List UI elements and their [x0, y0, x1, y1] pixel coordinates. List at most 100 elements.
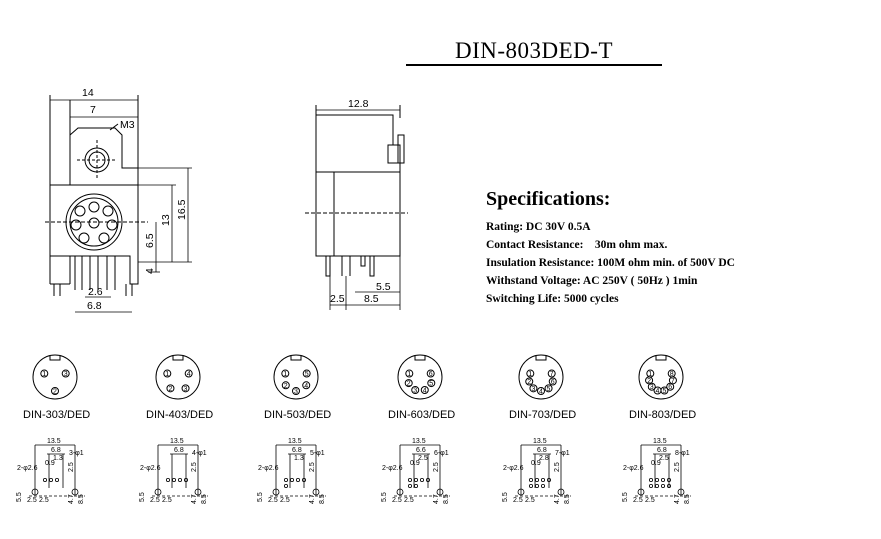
pin-number: 1 — [407, 371, 411, 378]
mount-pad — [154, 488, 162, 496]
dim-5-5: 5.5 — [381, 492, 388, 502]
dim-4-7: 4.7 — [554, 494, 561, 504]
mount-pad — [517, 488, 525, 496]
pcb-footprint — [270, 444, 326, 497]
socket-outer-ring — [273, 354, 319, 400]
dim-0-9: 0.9 — [410, 460, 420, 467]
dim-pad: 2-φ2.6 — [623, 465, 644, 472]
dim-2-5: 2.5 — [674, 462, 681, 472]
pin-number: 8 — [670, 371, 674, 378]
pin-number: 5 — [429, 381, 433, 388]
mount-pad — [31, 488, 39, 496]
dim-2-5-right: 2.5 — [162, 497, 172, 504]
pcb-footprint — [515, 444, 571, 497]
socket-pin — [181, 384, 190, 393]
pin-hole — [165, 477, 170, 482]
socket-outer-ring — [32, 354, 78, 400]
pin-hole — [419, 477, 424, 482]
dim-pad: 2-φ2.6 — [140, 465, 161, 472]
dim-2-5-left: 2.5 — [392, 497, 402, 504]
mount-pad — [436, 488, 444, 496]
dim-4-7: 4.7 — [191, 494, 198, 504]
dim-hole-count: 5-φ1 — [310, 450, 325, 457]
pin-number: 7 — [550, 371, 554, 378]
model-name: DIN-503/DED — [264, 409, 331, 421]
pin-number: 6 — [551, 379, 555, 386]
dim-hole-count: 8-φ1 — [675, 450, 690, 457]
dim-8-5: 8.5 — [443, 494, 450, 504]
dim-0-9: 0.9 — [651, 460, 661, 467]
mount-pad — [194, 488, 202, 496]
dim-1-3: 2.5 — [659, 455, 669, 462]
dim-hole-count: 7-φ1 — [555, 450, 570, 457]
dim-2-5-right: 2.5 — [280, 497, 290, 504]
spec-contact-resistance: Contact Resistance: 30m ohm max. — [486, 239, 668, 251]
dim-13-5: 13.5 — [288, 438, 302, 445]
mount-pad — [272, 488, 280, 496]
dim-2-5: 2.5 — [554, 462, 561, 472]
mount-pad — [637, 488, 645, 496]
pin-hole — [407, 477, 412, 482]
front-view-labels: 14 7 M3 16.5 13 6.5 4 2.6 6.8 — [82, 87, 188, 312]
socket-pin — [667, 369, 676, 378]
pin-number: 4 — [539, 389, 543, 396]
dim-5-5: 5.5 — [376, 281, 391, 293]
socket-pin — [647, 382, 656, 391]
dim-16-5: 16.5 — [176, 199, 188, 220]
socket-pin — [61, 369, 70, 378]
side-view — [305, 105, 408, 310]
dim-13-5: 13.5 — [653, 438, 667, 445]
spec-switching-life: Switching Life: 5000 cycles — [486, 293, 619, 305]
dim-2-5: 2.5 — [68, 462, 75, 472]
socket-pin — [302, 381, 311, 390]
pin-number: 4 — [304, 383, 308, 390]
dim-4-7: 4.7 — [674, 494, 681, 504]
pin-number: 2 — [53, 389, 57, 396]
dim-13-5: 13.5 — [533, 438, 547, 445]
dim-6-8: 6.6 — [416, 447, 426, 454]
dim-hole-count: 3-φ1 — [69, 450, 84, 457]
pin-hole — [541, 477, 546, 482]
pin-number: 5 — [662, 388, 666, 395]
dim-2-5-right: 2.5 — [39, 497, 49, 504]
dim-6-8: 6.8 — [51, 447, 61, 454]
front-view — [45, 95, 192, 313]
mount-pad — [557, 488, 565, 496]
socket-pin — [525, 377, 534, 386]
pin-hole — [183, 477, 188, 482]
mount-pad — [312, 488, 320, 496]
socket-key-notch — [49, 355, 61, 361]
socket-pin — [427, 379, 436, 388]
dim-2-5: 2.5 — [309, 462, 316, 472]
side-view-labels: 12.8 5.5 2.5 8.5 — [330, 98, 391, 305]
socket-pin — [166, 384, 175, 393]
dim-1-3: 1.3 — [53, 455, 63, 462]
dim-14: 14 — [82, 87, 94, 99]
dim-4-7: 4.7 — [309, 494, 316, 504]
pin-number: 4 — [423, 388, 427, 395]
dim-6-8: 6.8 — [174, 447, 184, 454]
pin-hole — [529, 477, 534, 482]
dim-13-5: 13.5 — [170, 438, 184, 445]
pin-hole — [55, 477, 60, 482]
pin-hole — [407, 483, 412, 488]
pin-hole — [413, 477, 418, 482]
mount-pad — [677, 488, 685, 496]
dim-1-3: 1.3 — [294, 455, 304, 462]
title-underline — [406, 64, 662, 66]
dim-2-5-left: 2.5 — [268, 497, 278, 504]
socket-pin — [526, 369, 535, 378]
dim-2-5-left: 2.5 — [513, 497, 523, 504]
socket-pin — [547, 369, 556, 378]
pin-number: 5 — [547, 386, 551, 393]
dim-5-5: 5.5 — [139, 492, 146, 502]
dim-hole-count: 4-φ1 — [192, 450, 207, 457]
dim-2-5: 2.5 — [191, 462, 198, 472]
spec-rating: Rating: DC 30V 0.5A — [486, 221, 591, 233]
pin-hole — [535, 477, 540, 482]
socket-pin — [281, 381, 290, 390]
model-name: DIN-603/DED — [388, 409, 455, 421]
